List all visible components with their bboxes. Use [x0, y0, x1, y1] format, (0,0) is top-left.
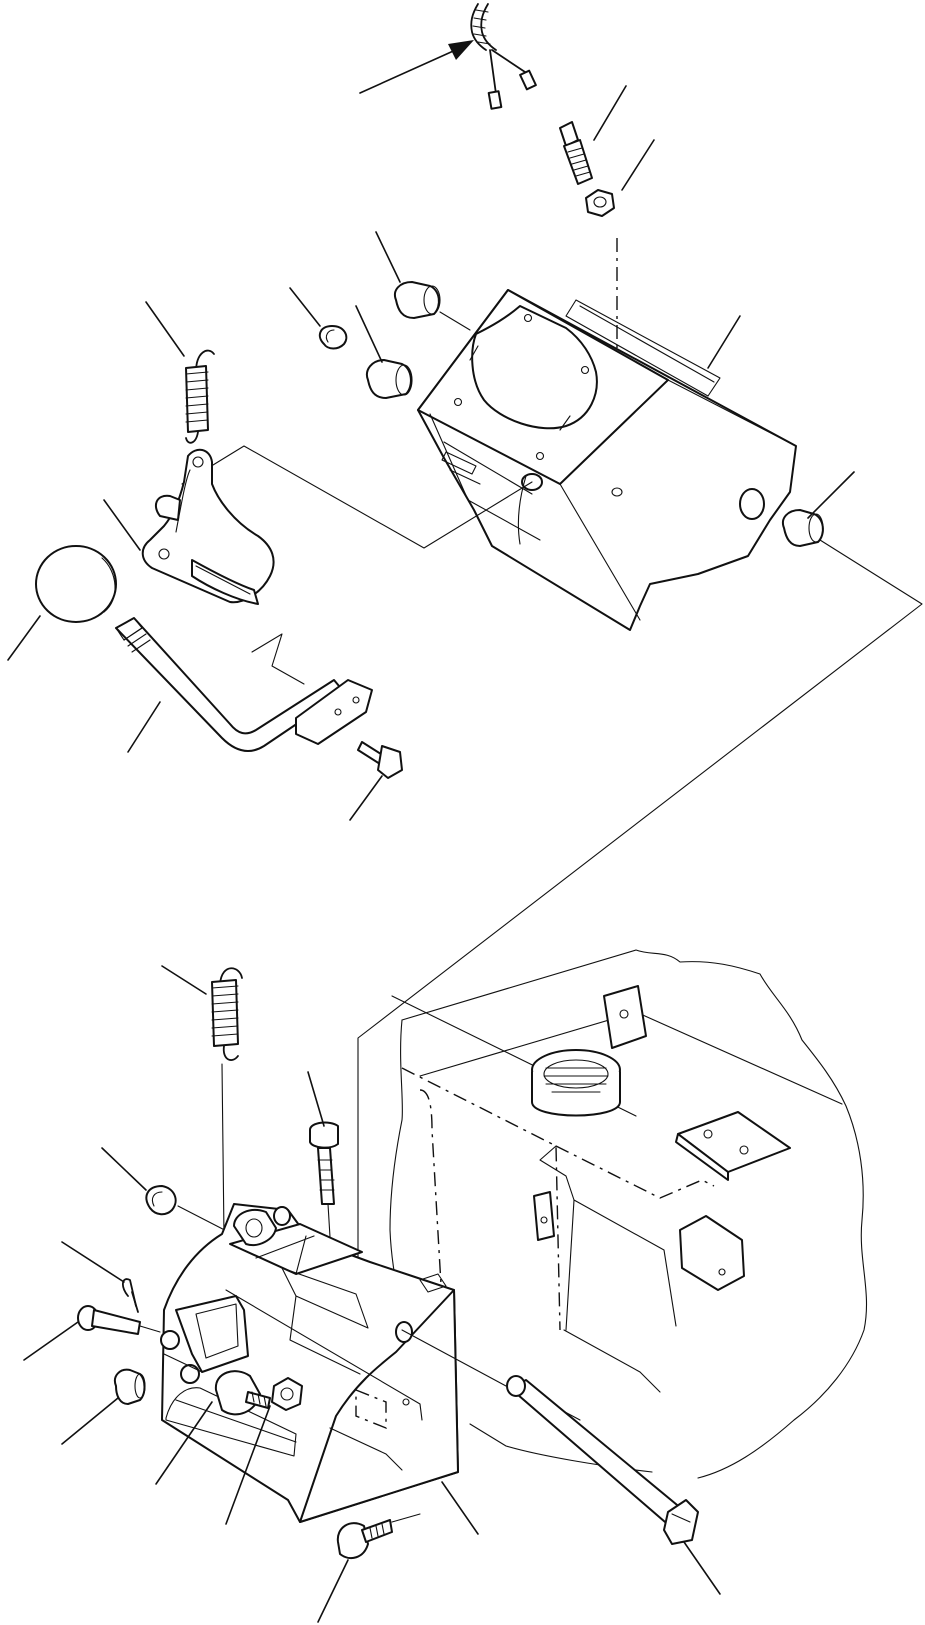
switch-nut — [585, 189, 615, 217]
frame-mounts — [533, 985, 791, 1291]
bushing-bottom — [114, 1368, 146, 1405]
wire-harness — [470, 3, 537, 110]
leaders-top — [7, 85, 855, 821]
cotter-pin — [122, 1278, 139, 1313]
lever-bolt — [357, 741, 403, 779]
mount-bolt-top — [309, 1121, 339, 1271]
limit-switch — [559, 121, 593, 185]
frame-port — [531, 1049, 621, 1117]
snap-ring-top — [318, 325, 348, 350]
nut-bottom — [271, 1377, 303, 1411]
bushing-top-1 — [394, 281, 441, 319]
leaders-bottom — [23, 965, 721, 1623]
clevis-pin — [77, 1305, 161, 1335]
knob-bottom — [214, 1370, 271, 1416]
lever-plate — [141, 448, 275, 605]
assembly-line-2 — [357, 539, 923, 1391]
spring-top — [185, 349, 215, 444]
mount-bolt-bottom — [336, 1513, 421, 1560]
lever-bracket — [251, 633, 373, 745]
machine-frame — [389, 949, 867, 1479]
lever-knob — [35, 545, 117, 623]
control-box — [417, 289, 797, 631]
pointer-arrow — [359, 40, 474, 94]
bushing-right — [782, 509, 824, 547]
bushing-top-2 — [366, 359, 413, 399]
bushing-axis-top — [439, 311, 471, 331]
pivot-pin — [506, 1375, 699, 1545]
shift-lever — [115, 617, 345, 753]
bracket-housing — [160, 1203, 507, 1523]
